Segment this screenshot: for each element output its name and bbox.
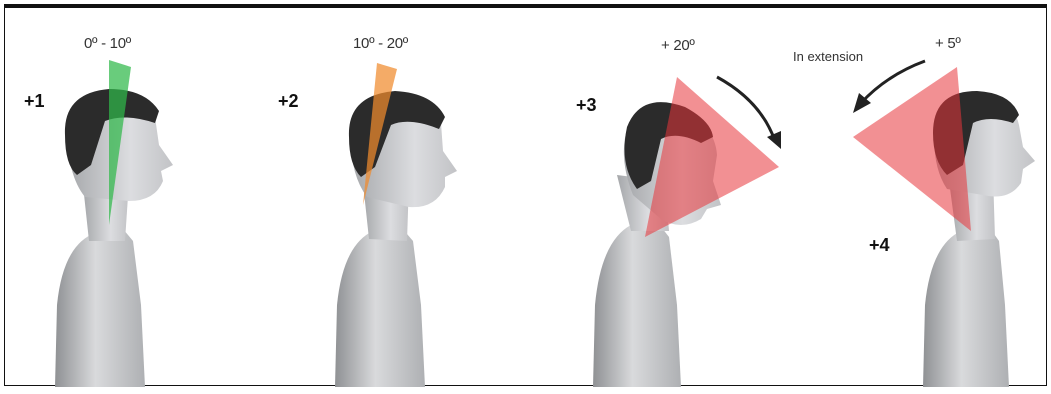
figure-2 (335, 63, 457, 387)
angle-label-4: + 5º (935, 35, 961, 52)
torso-3 (593, 219, 681, 387)
figure-frame: +1 0º - 10º +2 10º - 20º +3 + 20º In ext… (4, 4, 1047, 386)
figure-3 (593, 77, 781, 387)
score-label-4: +4 (869, 235, 890, 256)
score-label-1: +1 (24, 91, 45, 112)
angle-label-1: 0º - 10º (84, 35, 131, 52)
angle-label-3: + 20º (661, 37, 695, 54)
torso-1 (55, 229, 145, 387)
figure-1 (55, 60, 173, 387)
angle-wedge-red-flexion (645, 77, 779, 237)
score-label-3: +3 (576, 95, 597, 116)
torso-2 (335, 227, 425, 387)
figure-4 (853, 61, 1035, 387)
flexion-arrowhead-icon (767, 131, 781, 149)
torso-4 (923, 227, 1009, 387)
score-label-2: +2 (278, 91, 299, 112)
posture-illustration (5, 5, 1048, 387)
angle-label-2: 10º - 20º (353, 35, 408, 52)
extension-note: In extension (793, 49, 863, 64)
